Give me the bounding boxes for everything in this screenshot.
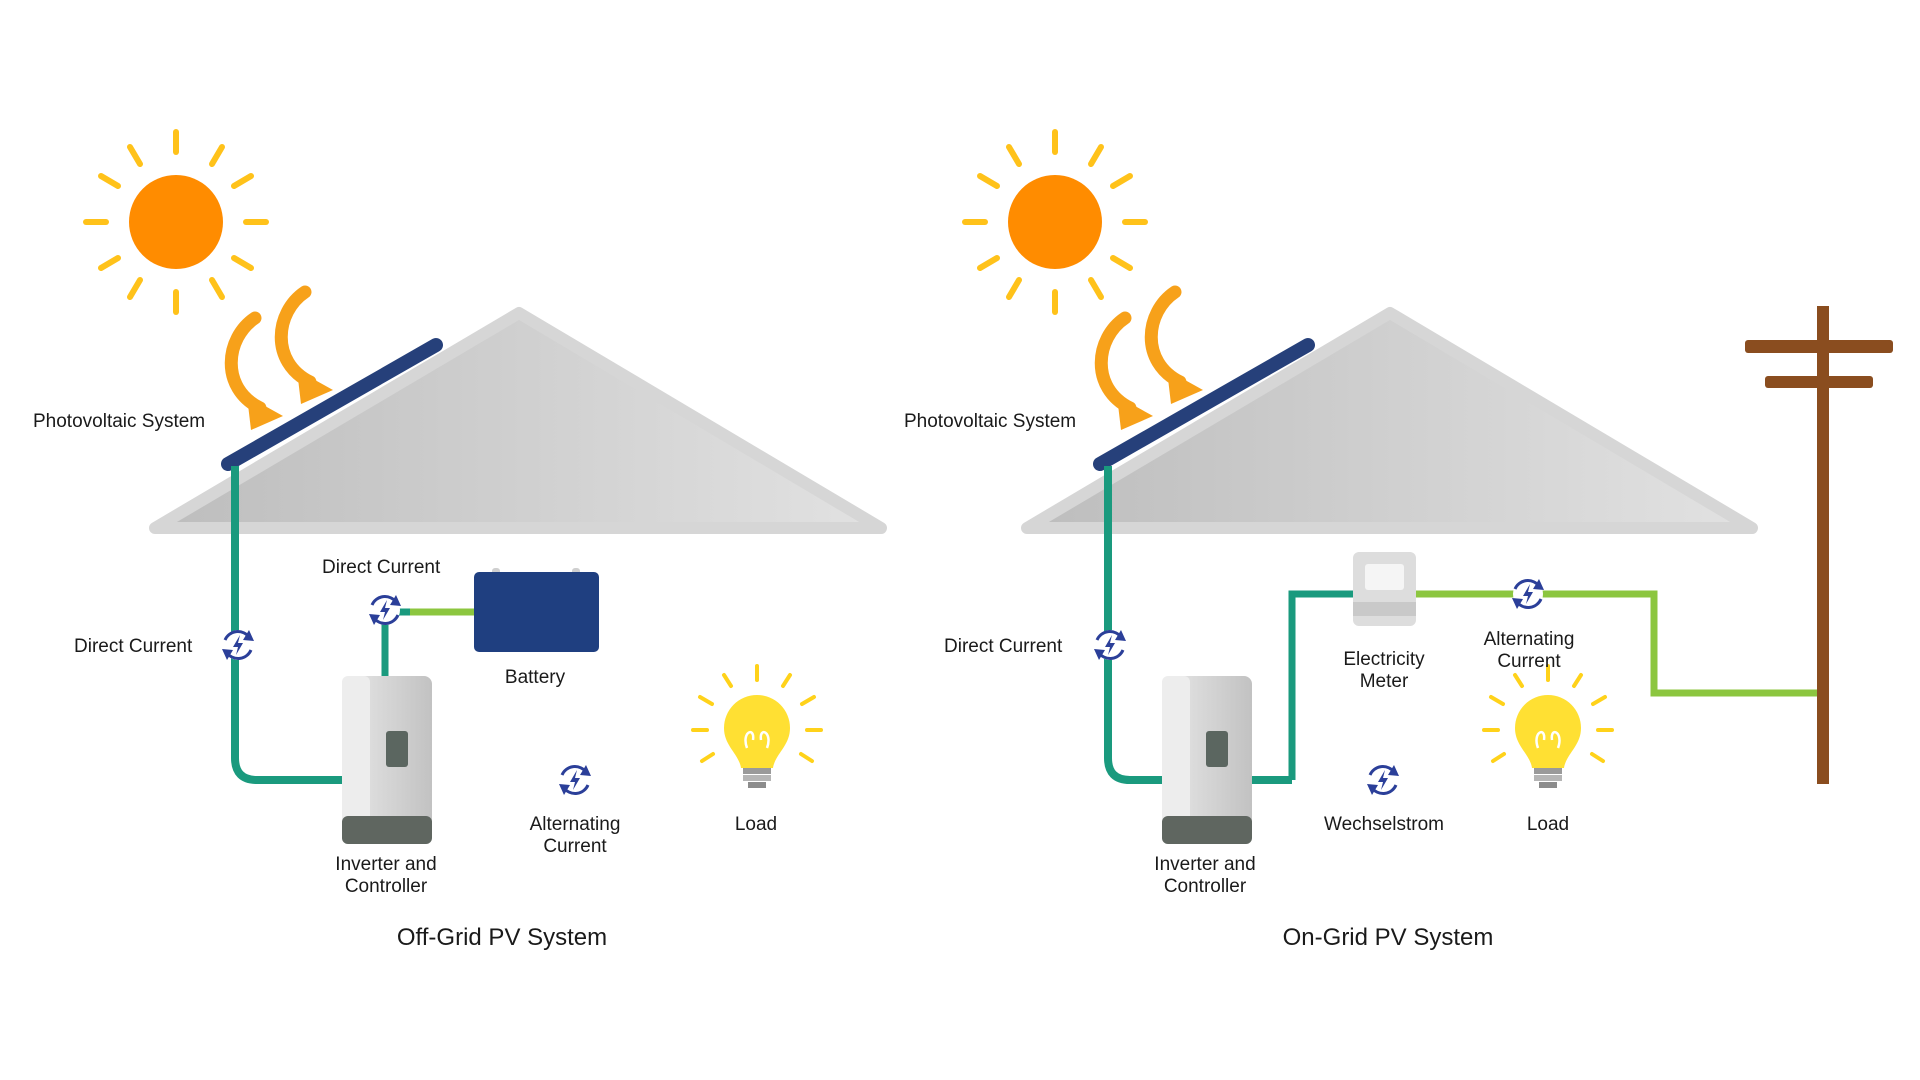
electricity-meter-icon <box>1353 552 1416 626</box>
roof <box>1021 307 1758 534</box>
roof <box>149 307 887 534</box>
sun-arrow-icon <box>1151 292 1203 404</box>
utility-pole-icon <box>1745 306 1893 784</box>
load-label: Load <box>735 814 777 835</box>
ac-flow-icon <box>1510 577 1546 611</box>
sun-icon <box>965 132 1145 312</box>
ongrid-diagram: Photovoltaic System Direct Current Elect… <box>904 132 1893 951</box>
dc-label: Direct Current <box>74 636 193 657</box>
bulb-icon <box>691 664 823 790</box>
pv-label: Photovoltaic System <box>904 411 1076 432</box>
meter-label-line1: Electricity <box>1343 649 1425 670</box>
dc-battery-label: Direct Current <box>322 557 441 578</box>
grid-cable <box>1410 590 1822 697</box>
dc-cable <box>1104 466 1170 784</box>
ac-label-line2: Current <box>1497 651 1561 672</box>
battery-flow-icon <box>367 593 403 627</box>
wechselstrom-flow-icon <box>1365 763 1401 797</box>
bulb-icon <box>1482 664 1614 790</box>
battery-icon <box>474 568 599 652</box>
ac-label-line1: Alternating <box>1484 629 1575 650</box>
dc-label: Direct Current <box>944 636 1063 657</box>
sun-icon <box>86 132 266 312</box>
solar-panel <box>1093 338 1315 471</box>
dc-cable <box>231 466 345 784</box>
inverter-icon <box>1162 676 1252 844</box>
ac-label-line2: Current <box>543 836 607 857</box>
ac-label-line1: Alternating <box>530 814 621 835</box>
inverter-label-line1: Inverter and <box>335 854 436 875</box>
load-label: Load <box>1527 814 1569 835</box>
meter-label-line2: Meter <box>1360 671 1409 692</box>
solar-panel <box>221 338 443 471</box>
ongrid-caption: On-Grid PV System <box>1283 924 1494 951</box>
sun-arrow-icon <box>281 292 333 404</box>
offgrid-caption: Off-Grid PV System <box>397 924 607 951</box>
dc-flow-icon <box>1092 628 1128 662</box>
inverter-label-line2: Controller <box>1164 876 1247 897</box>
meter-loop-cable <box>1288 590 1360 780</box>
offgrid-diagram: Photovoltaic System Direct Current Direc… <box>33 132 887 951</box>
battery-label: Battery <box>505 667 566 688</box>
pv-label: Photovoltaic System <box>33 411 205 432</box>
inverter-label-line2: Controller <box>345 876 428 897</box>
inverter-label-line1: Inverter and <box>1154 854 1255 875</box>
dc-flow-icon <box>220 628 256 662</box>
wechselstrom-label: Wechselstrom <box>1324 814 1444 835</box>
ac-flow-icon <box>557 763 593 797</box>
inverter-icon <box>342 676 432 844</box>
